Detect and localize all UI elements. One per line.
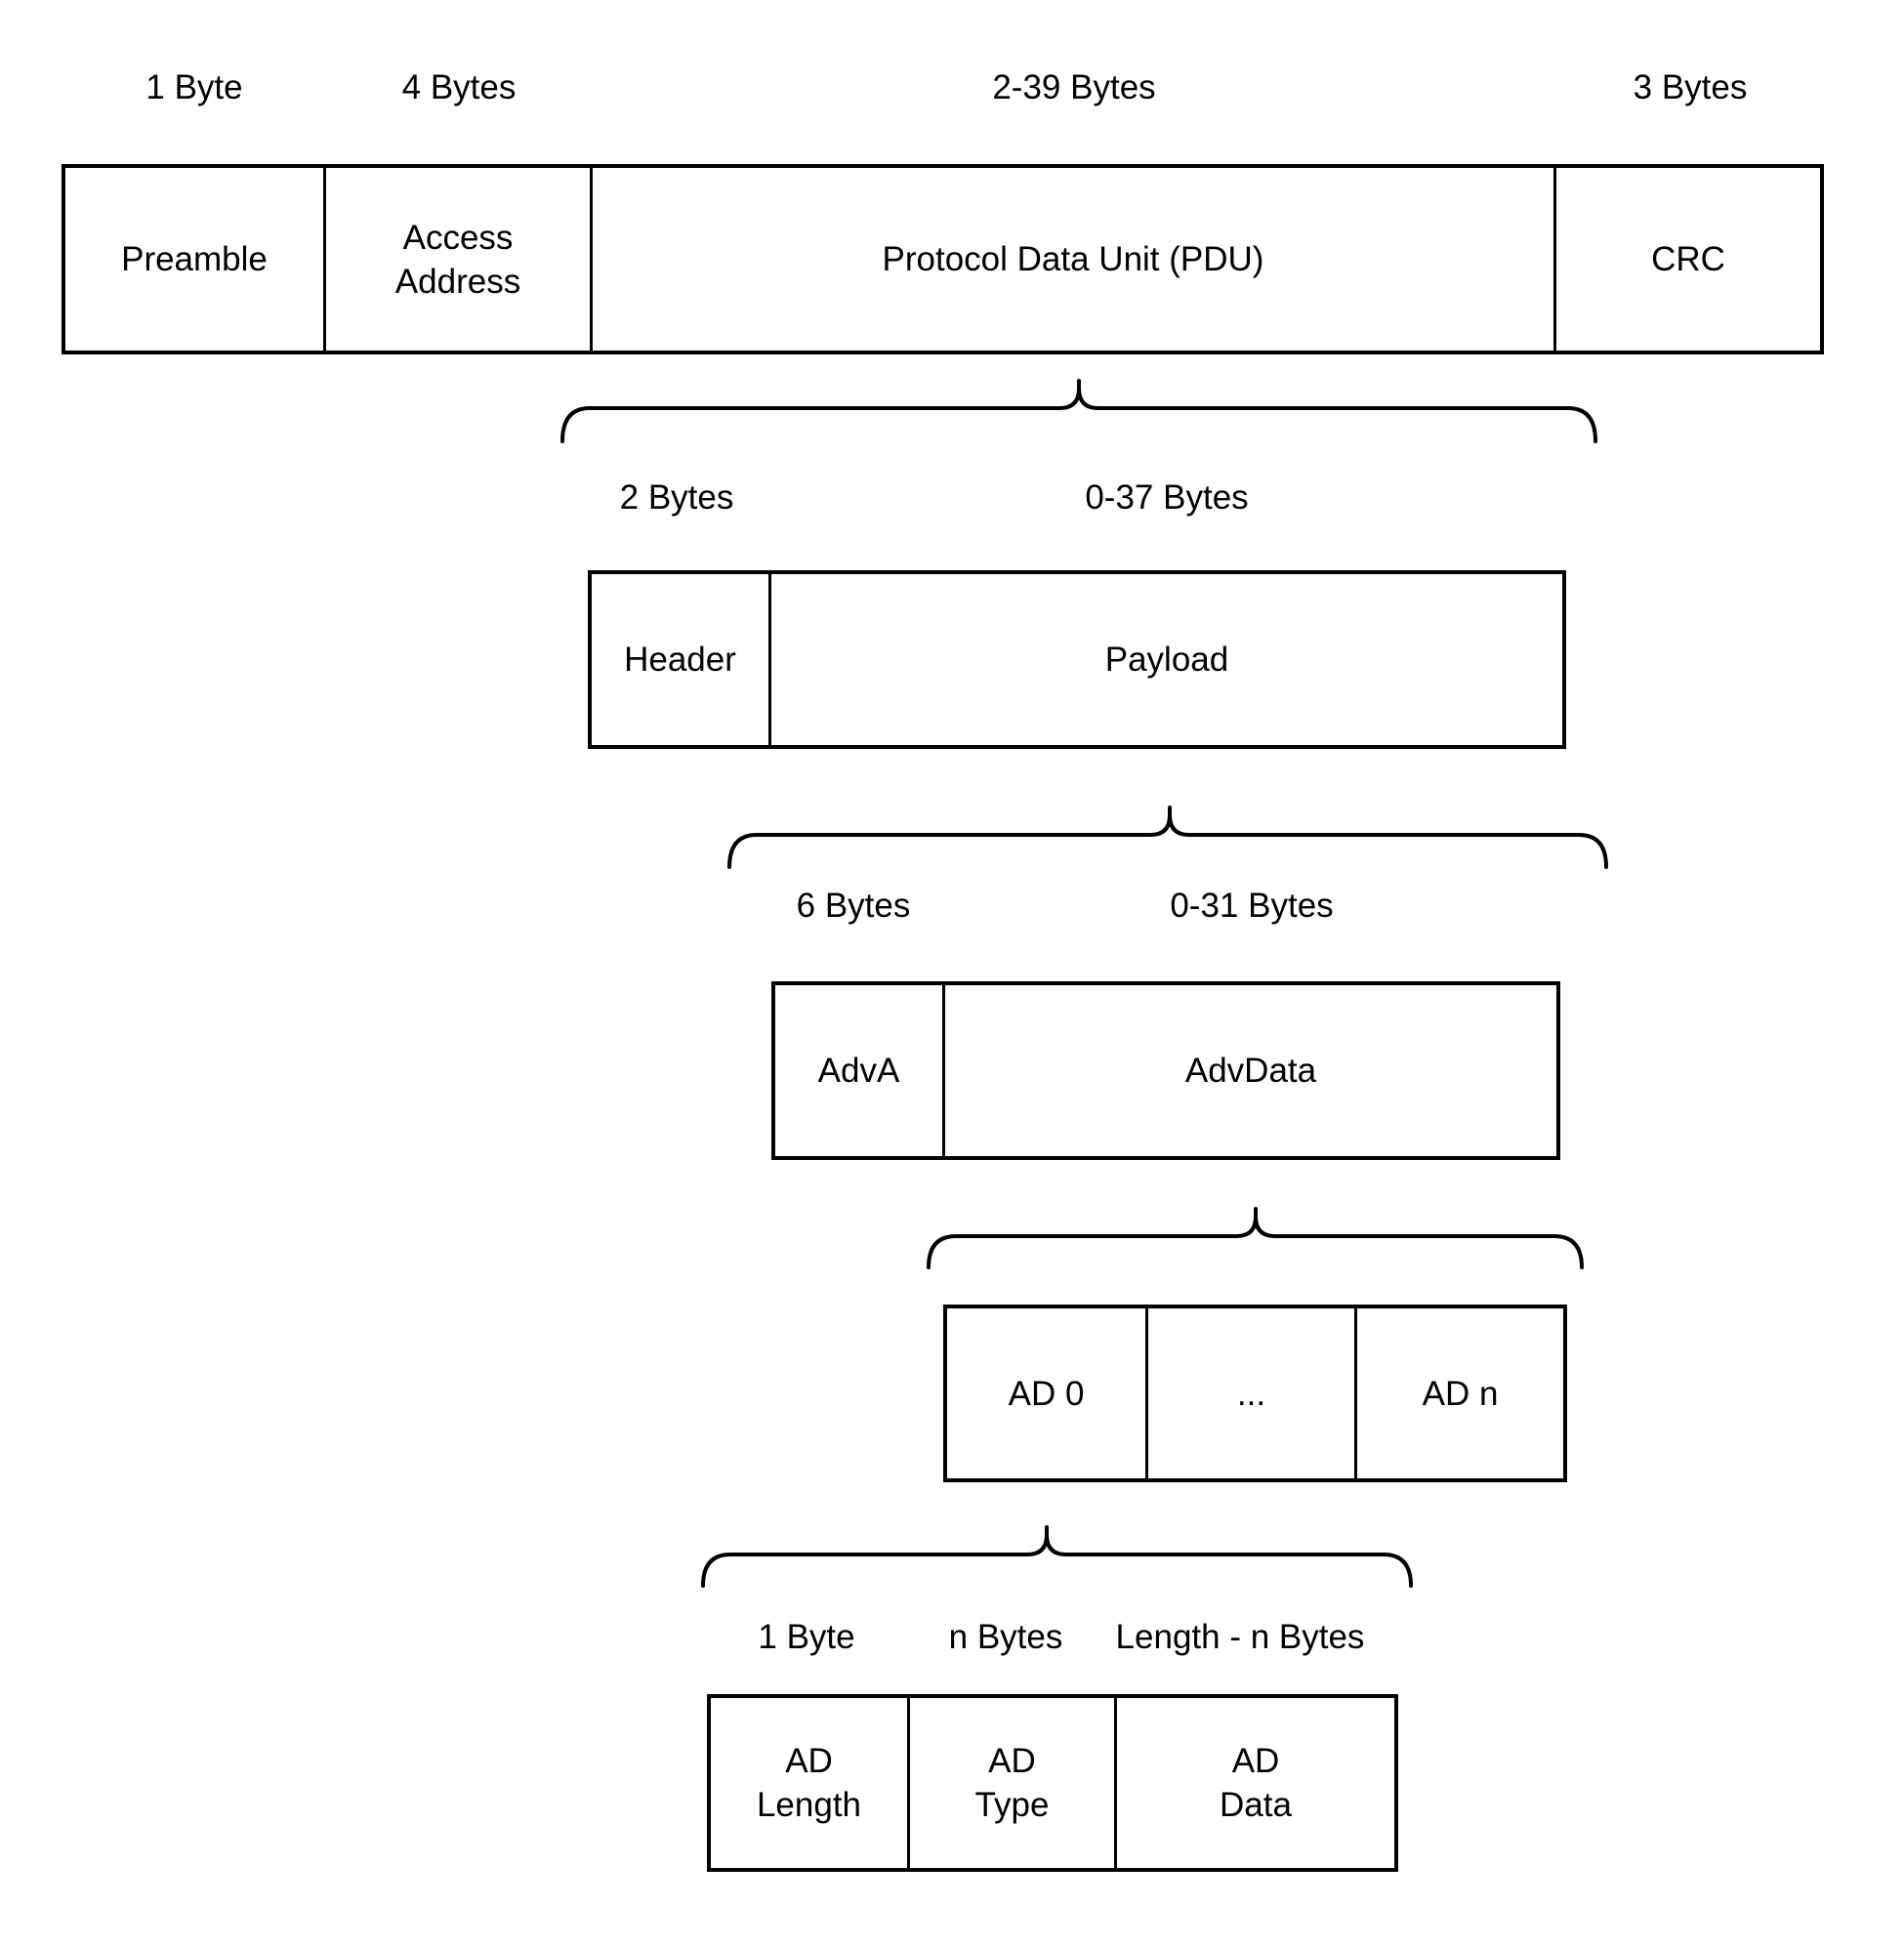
packet-row: Preamble Access Address Protocol Data Un…	[62, 164, 1824, 354]
pdu-row: Header Payload	[588, 570, 1566, 749]
cell-adva: AdvA	[775, 985, 945, 1156]
cell-preamble: Preamble	[65, 168, 326, 351]
size-label-preamble: 1 Byte	[145, 68, 243, 106]
cell-ad-ellipsis: ...	[1148, 1308, 1357, 1478]
cell-header: Header	[592, 574, 771, 745]
cell-ad0: AD 0	[947, 1308, 1148, 1478]
cell-ad-data: AD Data	[1220, 1742, 1292, 1824]
ad-structure-row: AD Length AD Type AD Data	[707, 1694, 1398, 1872]
size-label-access-address: 4 Bytes	[401, 68, 517, 106]
size-label-adva: 6 Bytes	[796, 887, 911, 925]
brace-payload	[727, 806, 1608, 869]
brace-advdata	[927, 1207, 1584, 1269]
size-label-payload: 0-37 Bytes	[1085, 478, 1249, 517]
advdata-row: AD 0 ... AD n	[943, 1305, 1567, 1482]
cell-pdu: Protocol Data Unit (PDU)	[593, 168, 1556, 351]
cell-crc: CRC	[1651, 240, 1725, 278]
cell-advdata: AdvData	[1184, 1052, 1317, 1090]
brace-ad0	[701, 1525, 1413, 1588]
size-label-header: 2 Bytes	[619, 478, 734, 517]
size-label-ad-length: 1 Byte	[758, 1618, 855, 1656]
cell-ad-length: AD Length	[711, 1698, 910, 1868]
cell-adn: AD n	[1422, 1374, 1499, 1413]
size-label-ad-type: n Bytes	[948, 1618, 1063, 1656]
size-label-crc: 3 Bytes	[1633, 68, 1748, 106]
payload-row: AdvA AdvData	[771, 981, 1560, 1160]
brace-pdu	[560, 379, 1597, 443]
cell-ad-type: AD Type	[910, 1698, 1117, 1868]
cell-access-address: Access Address	[326, 168, 593, 351]
size-label-advdata: 0-31 Bytes	[1170, 887, 1334, 925]
size-label-pdu: 2-39 Bytes	[992, 68, 1156, 106]
cell-payload: Payload	[1104, 641, 1229, 679]
size-label-ad-data: Length - n Bytes	[1115, 1618, 1365, 1656]
